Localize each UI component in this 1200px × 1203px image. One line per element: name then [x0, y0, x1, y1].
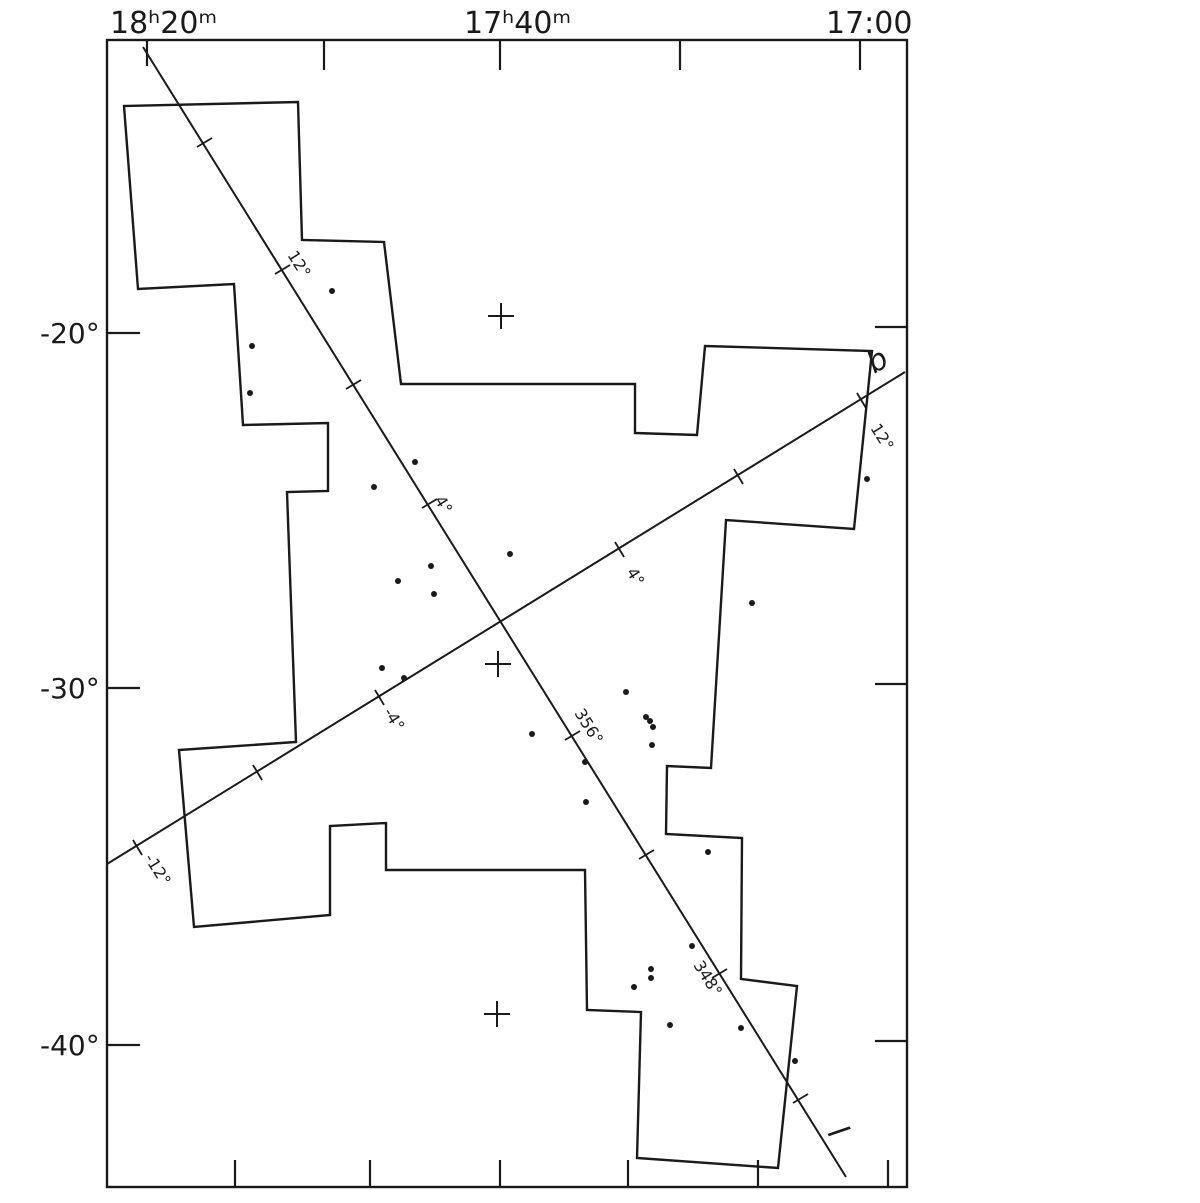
star-dot [667, 1022, 673, 1028]
star-dot [749, 600, 755, 606]
l-axis-letter: l [820, 1120, 855, 1145]
l-label-12: 12° [284, 247, 315, 281]
galactic-l-line [142, 46, 847, 1178]
star-dot [401, 675, 407, 681]
star-dot [647, 718, 653, 724]
star-dot [643, 714, 649, 720]
star-dot [648, 966, 654, 972]
left-ticks [107, 331, 140, 1047]
star-dot [247, 390, 253, 396]
dec-label-30: -30° [40, 672, 100, 705]
star-dot [623, 689, 629, 695]
dec-label-40: -40° [40, 1029, 100, 1062]
b-label-neg4: -4° [380, 704, 409, 734]
star-dot [582, 759, 588, 765]
bottom-ticks [233, 1160, 890, 1187]
l-label-348: 348° [690, 957, 727, 1000]
star-dots [247, 288, 870, 1064]
star-dot [329, 288, 335, 294]
b-label-12: 12° [867, 420, 898, 454]
dec-label-20: -20° [40, 317, 100, 350]
star-dot [738, 1025, 744, 1031]
ra-label-18h20m: 18ʰ20ᵐ [110, 6, 217, 41]
star-dot [649, 742, 655, 748]
galactic-b-line [106, 371, 906, 865]
star-dot [583, 799, 589, 805]
star-dot [648, 975, 654, 981]
star-dot [864, 476, 870, 482]
b-label-4: 4° [623, 564, 649, 589]
star-dot [792, 1058, 798, 1064]
star-dot [249, 343, 255, 349]
reference-crosses [484, 303, 514, 1027]
ra-label-17h40m: 17ʰ40ᵐ [464, 6, 571, 41]
star-dot [650, 724, 656, 730]
right-ticks [875, 325, 907, 1043]
b-label-neg12: -12° [141, 850, 175, 889]
star-dot [431, 591, 437, 597]
star-dot [395, 578, 401, 584]
l-line-ticks [196, 137, 809, 1104]
star-dot [507, 551, 513, 557]
b-line-ticks [132, 392, 867, 856]
star-dot [529, 731, 535, 737]
star-dot [689, 943, 695, 949]
star-dot [705, 849, 711, 855]
star-dot [371, 484, 377, 490]
map-frame [105, 38, 909, 1189]
star-dot [412, 459, 418, 465]
star-dot [379, 665, 385, 671]
star-dot [428, 563, 434, 569]
star-dot [631, 984, 637, 990]
region-boundary [122, 100, 874, 1170]
ra-label-17h00m: 17:00 [826, 6, 912, 41]
b-axis-letter: b [861, 341, 895, 381]
top-ticks [145, 40, 862, 70]
